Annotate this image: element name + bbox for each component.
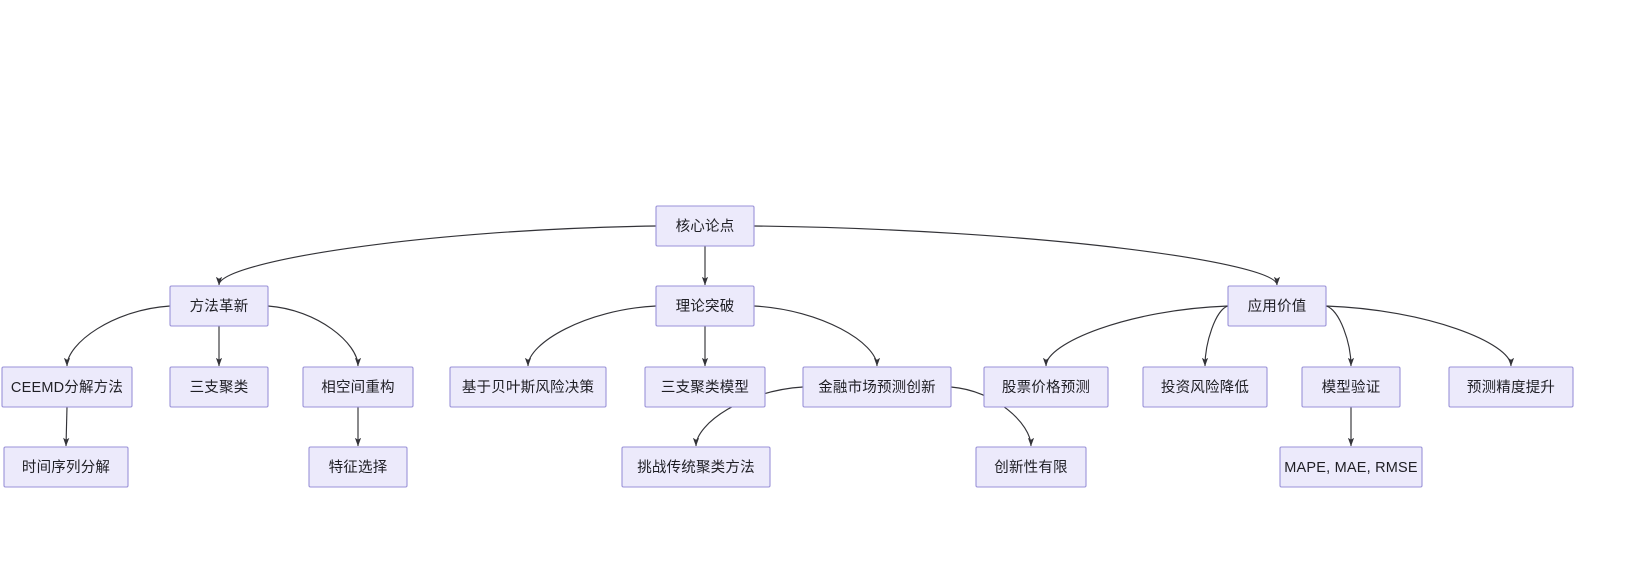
node-label-stock: 股票价格预测 [1002,379,1090,396]
edge-application-to-accuracy [1325,305,1515,367]
edge-method-to-phase [267,305,362,367]
node-box-theory[interactable] [655,285,755,327]
node-label-accuracy: 预测精度提升 [1467,379,1555,396]
node-box-bayes[interactable] [449,366,607,408]
node-box-risk[interactable] [1142,366,1268,408]
node-validate[interactable]: 模型验证 [1301,366,1401,408]
node-box-root[interactable] [655,205,755,247]
node-box-phase[interactable] [302,366,414,408]
edge-finance-to-challenge [692,386,804,447]
node-stock[interactable]: 股票价格预测 [983,366,1109,408]
edge-application-to-stock [1042,305,1229,367]
node-box-finance[interactable] [802,366,952,408]
node-box-challenge[interactable] [621,446,771,488]
node-box-feature[interactable] [308,446,408,488]
node-bayes[interactable]: 基于贝叶斯风险决策 [449,366,607,408]
node-challenge[interactable]: 挑战传统聚类方法 [621,446,771,488]
edge-method-to-ceemd [63,305,171,367]
node-tsdecomp[interactable]: 时间序列分解 [3,446,129,488]
node-label-limited: 创新性有限 [994,459,1068,476]
edge-application-to-risk [1201,305,1229,367]
node-box-method[interactable] [169,285,269,327]
node-box-tsdecomp[interactable] [3,446,129,488]
node-box-accuracy[interactable] [1448,366,1574,408]
node-label-metrics: MAPE, MAE, RMSE [1284,460,1418,476]
node-label-bayes: 基于贝叶斯风险决策 [462,379,595,396]
node-box-limited[interactable] [975,446,1087,488]
node-limited[interactable]: 创新性有限 [975,446,1087,488]
node-finance[interactable]: 金融市场预测创新 [802,366,952,408]
edge-ceemd-to-tsdecomp [63,406,70,447]
node-box-validate[interactable] [1301,366,1401,408]
edge-theory-to-finance [753,305,881,367]
node-risk[interactable]: 投资风险降低 [1142,366,1268,408]
node-twmodel[interactable]: 三支聚类模型 [644,366,766,408]
node-box-ceemd[interactable] [1,366,133,408]
node-metrics[interactable]: MAPE, MAE, RMSE [1279,446,1423,488]
edge-finance-to-limited [950,386,1035,447]
node-label-theory: 理论突破 [676,298,735,315]
node-label-application: 应用价值 [1248,297,1307,315]
node-label-method: 方法革新 [190,298,249,315]
node-label-validate: 模型验证 [1322,379,1381,396]
node-feature[interactable]: 特征选择 [308,446,408,488]
node-method[interactable]: 方法革新 [169,285,269,327]
node-label-finance: 金融市场预测创新 [818,379,936,396]
node-phase[interactable]: 相空间重构 [302,366,414,408]
node-application[interactable]: 应用价值 [1227,285,1327,327]
node-label-twmodel: 三支聚类模型 [661,379,749,396]
edge-theory-to-bayes [524,305,657,367]
node-label-tsdecomp: 时间序列分解 [22,459,110,476]
node-label-challenge: 挑战传统聚类方法 [637,459,755,476]
edges-layer [63,225,1515,447]
node-box-metrics[interactable] [1279,446,1423,488]
node-label-threeway: 三支聚类 [190,379,249,396]
node-box-threeway[interactable] [169,366,269,408]
edge-root-to-application [753,225,1281,286]
node-root[interactable]: 核心论点 [655,205,755,247]
node-box-application[interactable] [1227,285,1327,327]
node-theory[interactable]: 理论突破 [655,285,755,327]
node-label-phase: 相空间重构 [321,379,395,396]
node-accuracy[interactable]: 预测精度提升 [1448,366,1574,408]
edge-application-to-validate [1325,305,1355,367]
node-label-ceemd: CEEMD分解方法 [11,379,123,396]
node-box-twmodel[interactable] [644,366,766,408]
edge-root-to-method [215,225,657,286]
node-label-feature: 特征选择 [329,459,388,476]
node-box-stock[interactable] [983,366,1109,408]
node-threeway[interactable]: 三支聚类 [169,366,269,408]
node-label-root: 核心论点 [676,218,735,235]
node-ceemd[interactable]: CEEMD分解方法 [1,366,133,408]
node-label-risk: 投资风险降低 [1161,379,1249,396]
